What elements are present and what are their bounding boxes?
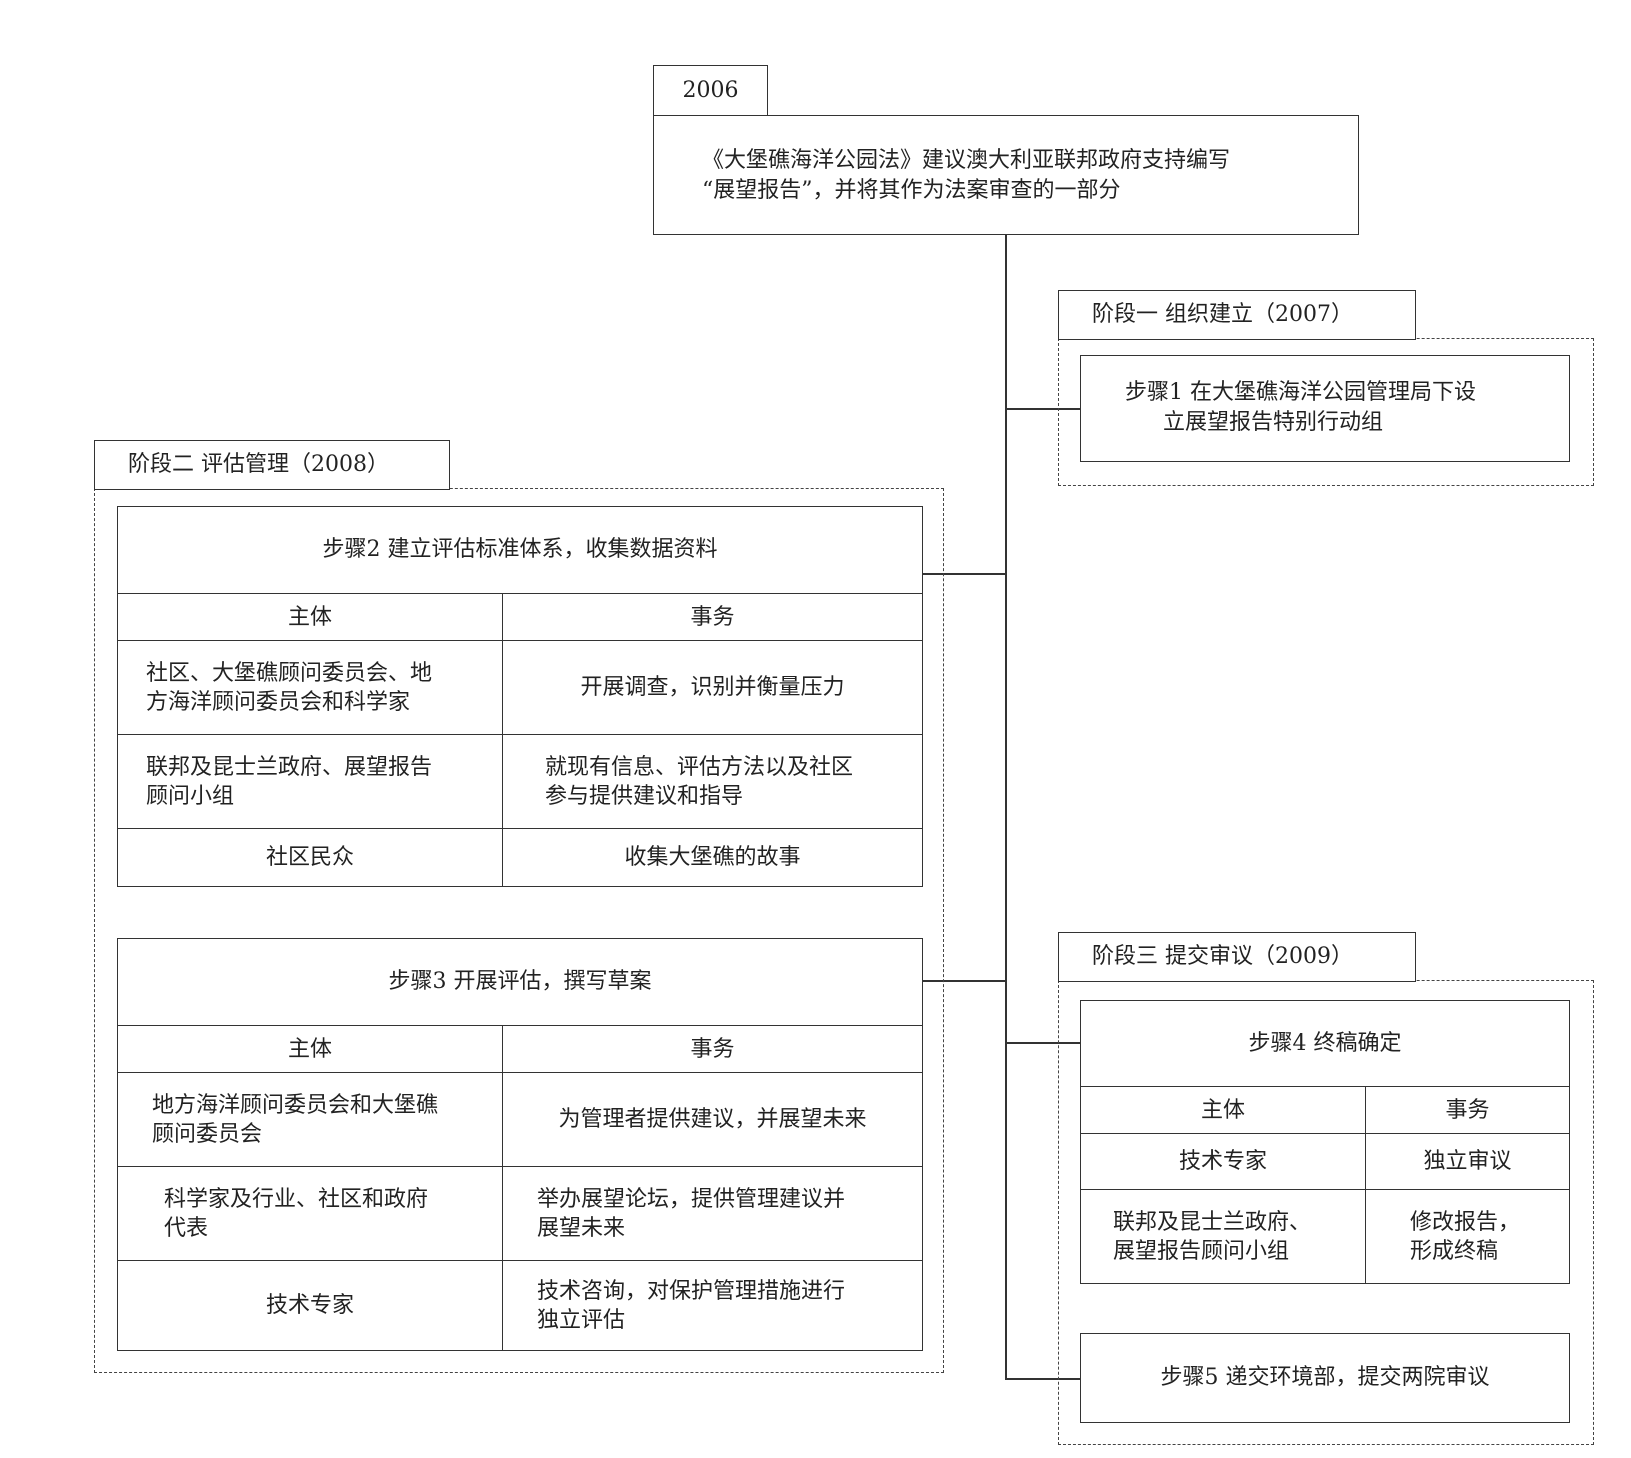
- step4-row2-subject: 联邦及昆士兰政府、展望报告顾问小组: [1080, 1189, 1366, 1284]
- step3-row3-task: 技术咨询，对保护管理措施进行独立评估: [502, 1260, 923, 1351]
- step2-title-box: 步骤2 建立评估标准体系，收集数据资料: [117, 506, 923, 593]
- table-row: 社区、大堡礁顾问委员会、地方海洋顾问委员会和科学家 开展调查，识别并衡量压力: [117, 640, 923, 735]
- step2-block: 步骤2 建立评估标准体系，收集数据资料 主体 事务 社区、大堡礁顾问委员会、地方…: [117, 506, 923, 887]
- step3-title: 步骤3 开展评估，撰写草案: [388, 969, 652, 994]
- table-row: 科学家及行业、社区和政府代表 举办展望论坛，提供管理建议并展望未来: [117, 1166, 923, 1261]
- step4-title: 步骤4 终稿确定: [1248, 1030, 1402, 1056]
- top-node-line2: “展望报告”，并将其作为法案审查的一部分: [702, 178, 1121, 203]
- step3-row3-subject: 技术专家: [117, 1260, 503, 1351]
- step2-table: 主体 事务 社区、大堡礁顾问委员会、地方海洋顾问委员会和科学家 开展调查，识别并…: [117, 593, 923, 887]
- year-2006-text: 2006: [682, 78, 739, 103]
- phase3-title: 阶段三 提交审议（2009）: [1092, 944, 1353, 969]
- connector-step4: [1005, 1042, 1083, 1044]
- step2-header-subject: 主体: [117, 593, 503, 641]
- top-node-line1: 《大堡礁海洋公园法》建议澳大利亚联邦政府支持编写: [702, 148, 1231, 173]
- step1-line2: 立展望报告特别行动组: [1163, 410, 1384, 435]
- step4-block: 步骤4 终稿确定 主体 事务 技术专家 独立审议 联邦及昆士兰政府、展望报告顾问…: [1080, 1000, 1570, 1284]
- table-row: 联邦及昆士兰政府、展望报告顾问小组 就现有信息、评估方法以及社区参与提供建议和指…: [117, 734, 923, 829]
- step3-row2-task: 举办展望论坛，提供管理建议并展望未来: [502, 1166, 923, 1261]
- step4-row2-task: 修改报告，形成终稿: [1365, 1189, 1570, 1284]
- step4-row1-task: 独立审议: [1365, 1133, 1570, 1190]
- phase1-title-tab: 阶段一 组织建立（2007）: [1058, 290, 1416, 340]
- step2-row2-task: 就现有信息、评估方法以及社区参与提供建议和指导: [502, 734, 923, 829]
- step3-row1-task: 为管理者提供建议，并展望未来: [502, 1072, 923, 1167]
- table-row: 地方海洋顾问委员会和大堡礁顾问委员会 为管理者提供建议，并展望未来: [117, 1072, 923, 1167]
- step2-row2-subject: 联邦及昆士兰政府、展望报告顾问小组: [117, 734, 503, 829]
- connector-step2: [922, 573, 1007, 575]
- step5-box: 步骤5 递交环境部，提交两院审议: [1080, 1333, 1570, 1423]
- step3-row2-subject: 科学家及行业、社区和政府代表: [117, 1166, 503, 1261]
- step2-row3-subject: 社区民众: [117, 828, 503, 887]
- phase1-title: 阶段一 组织建立（2007）: [1092, 302, 1353, 327]
- step2-title: 步骤2 建立评估标准体系，收集数据资料: [322, 537, 718, 562]
- step2-row3-task: 收集大堡礁的故事: [502, 828, 923, 887]
- step1-box: 步骤1 在大堡礁海洋公园管理局下设 立展望报告特别行动组: [1080, 355, 1570, 462]
- main-vertical-connector: [1005, 235, 1007, 1380]
- table-row: 技术专家 技术咨询，对保护管理措施进行独立评估: [117, 1260, 923, 1351]
- year-2006-label: 2006: [653, 65, 768, 117]
- connector-step5: [1005, 1378, 1083, 1380]
- step4-header-subject: 主体: [1080, 1086, 1366, 1134]
- step2-row1-task: 开展调查，识别并衡量压力: [502, 640, 923, 735]
- phase3-title-tab: 阶段三 提交审议（2009）: [1058, 932, 1416, 982]
- step4-title-box: 步骤4 终稿确定: [1080, 1000, 1570, 1086]
- step3-block: 步骤3 开展评估，撰写草案 主体 事务 地方海洋顾问委员会和大堡礁顾问委员会 为…: [117, 938, 923, 1351]
- phase2-container: [94, 488, 944, 1373]
- connector-step1: [1005, 408, 1083, 410]
- phase2-title: 阶段二 评估管理（2008）: [128, 452, 389, 477]
- table-row: 联邦及昆士兰政府、展望报告顾问小组 修改报告，形成终稿: [1080, 1189, 1570, 1284]
- table-row: 技术专家 独立审议: [1080, 1133, 1570, 1190]
- step2-header-task: 事务: [502, 593, 923, 641]
- step3-row1-subject: 地方海洋顾问委员会和大堡礁顾问委员会: [117, 1072, 503, 1167]
- step3-header-subject: 主体: [117, 1025, 503, 1073]
- top-node-box: 《大堡礁海洋公园法》建议澳大利亚联邦政府支持编写 “展望报告”，并将其作为法案审…: [653, 115, 1359, 235]
- step1-line1: 步骤1 在大堡礁海洋公园管理局下设: [1125, 380, 1476, 405]
- table-row: 社区民众 收集大堡礁的故事: [117, 828, 923, 887]
- step3-header-task: 事务: [502, 1025, 923, 1073]
- step5-text: 步骤5 递交环境部，提交两院审议: [1160, 1365, 1490, 1390]
- step2-row1-subject: 社区、大堡礁顾问委员会、地方海洋顾问委员会和科学家: [117, 640, 503, 735]
- connector-step3: [922, 980, 1007, 982]
- step3-table: 主体 事务 地方海洋顾问委员会和大堡礁顾问委员会 为管理者提供建议，并展望未来 …: [117, 1025, 923, 1351]
- phase2-title-tab: 阶段二 评估管理（2008）: [94, 440, 450, 490]
- step4-table: 主体 事务 技术专家 独立审议 联邦及昆士兰政府、展望报告顾问小组 修改报告，形…: [1080, 1086, 1570, 1284]
- step4-header-task: 事务: [1365, 1086, 1570, 1134]
- step3-title-box: 步骤3 开展评估，撰写草案: [117, 938, 923, 1025]
- step4-row1-subject: 技术专家: [1080, 1133, 1366, 1190]
